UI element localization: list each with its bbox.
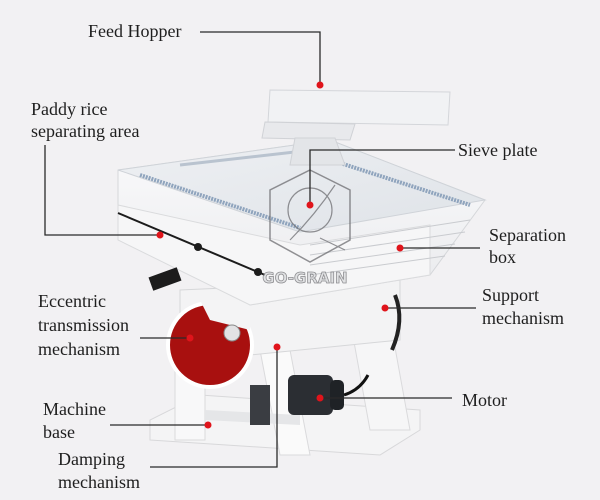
label-machine-base-1: Machine bbox=[43, 399, 106, 419]
label-eccentric-3: mechanism bbox=[38, 339, 120, 359]
machine-base bbox=[149, 319, 421, 456]
label-separation-box-2: box bbox=[489, 247, 516, 267]
watermark-logo: GO-GRAIN bbox=[262, 169, 351, 287]
label-separation-box-1: Separation bbox=[489, 225, 566, 245]
watermark-text: GO-GRAIN bbox=[262, 269, 347, 287]
marker-machine-base bbox=[204, 421, 212, 429]
label-damping-1: Damping bbox=[58, 449, 125, 469]
label-eccentric-2: transmission bbox=[38, 315, 130, 335]
label-support-2: mechanism bbox=[482, 308, 564, 328]
label-eccentric-1: Eccentric bbox=[38, 291, 106, 311]
marker-dots bbox=[156, 81, 404, 429]
motor-unit bbox=[288, 374, 370, 415]
eccentric-disc bbox=[166, 300, 254, 389]
label-machine-base-2: base bbox=[43, 422, 75, 442]
feed-hopper bbox=[261, 89, 451, 166]
leader-lines bbox=[44, 31, 480, 468]
marker-damping bbox=[273, 343, 281, 351]
marker-separation-box bbox=[396, 244, 404, 252]
label-motor: Motor bbox=[462, 390, 507, 410]
marker-support bbox=[381, 304, 389, 312]
label-sieve-plate: Sieve plate bbox=[458, 140, 538, 160]
marker-feed-hopper bbox=[316, 81, 324, 89]
marker-sieve-plate bbox=[306, 201, 314, 209]
label-paddy-area-1: Paddy rice bbox=[31, 99, 108, 119]
marker-paddy-area bbox=[156, 231, 164, 239]
label-paddy-area-2: separating area bbox=[31, 121, 140, 141]
separation-box bbox=[117, 139, 487, 306]
marker-motor bbox=[316, 394, 324, 402]
marker-eccentric bbox=[186, 334, 194, 342]
label-damping-2: mechanism bbox=[58, 472, 140, 492]
label-feed-hopper: Feed Hopper bbox=[88, 21, 182, 41]
label-support-1: Support bbox=[482, 285, 540, 305]
